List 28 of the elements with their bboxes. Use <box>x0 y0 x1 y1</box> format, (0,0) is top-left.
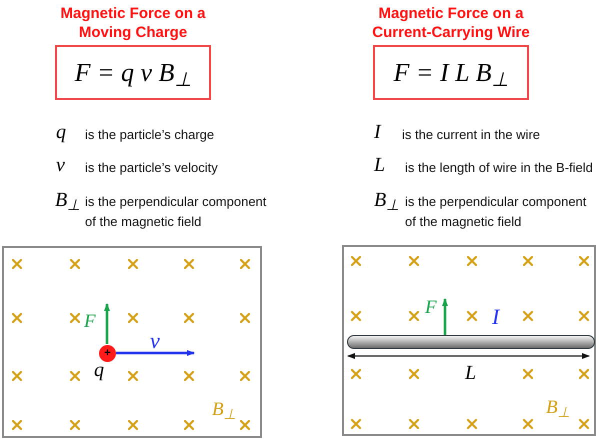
heading: Magnetic Force on a Moving Charge <box>59 4 207 42</box>
charge-label: q <box>94 360 104 380</box>
magnetic-field-panel <box>342 245 596 436</box>
force-label: F <box>84 312 96 331</box>
symbol: B$_{⊥}$ <box>55 190 80 210</box>
current-label: I <box>492 306 500 328</box>
wire-rod <box>347 335 595 349</box>
symbol: I <box>374 122 381 142</box>
symbol: v <box>56 155 65 175</box>
formula: F = I L B$_{⊥}$ <box>394 57 508 92</box>
force-label: F <box>425 298 437 317</box>
formula: F = q v B$_{⊥}$ <box>74 57 192 92</box>
symbol: L <box>374 155 386 175</box>
velocity-label: v <box>150 330 160 352</box>
definition: is the current in the wire <box>402 126 542 144</box>
positive-charge: + <box>99 345 116 362</box>
symbol: q <box>56 122 66 142</box>
definition: is the particle’s velocity <box>85 159 219 177</box>
symbol: B$_{⊥}$ <box>374 190 400 210</box>
definition: is the perpendicular component of the magnetic field <box>405 193 588 231</box>
heading: Magnetic Force on a Current-Carrying Wire <box>371 4 531 42</box>
definition: is the perpendicular component of the magnetic field <box>85 193 268 231</box>
magnetic-field-panel <box>2 246 262 438</box>
definition: is the length of wire in the B-field <box>405 159 594 177</box>
field-label: B$_{⊥}$ <box>546 398 570 417</box>
definition: is the particle’s charge <box>85 126 216 144</box>
field-label: B$_{⊥}$ <box>212 400 236 419</box>
length-label: L <box>465 363 476 383</box>
